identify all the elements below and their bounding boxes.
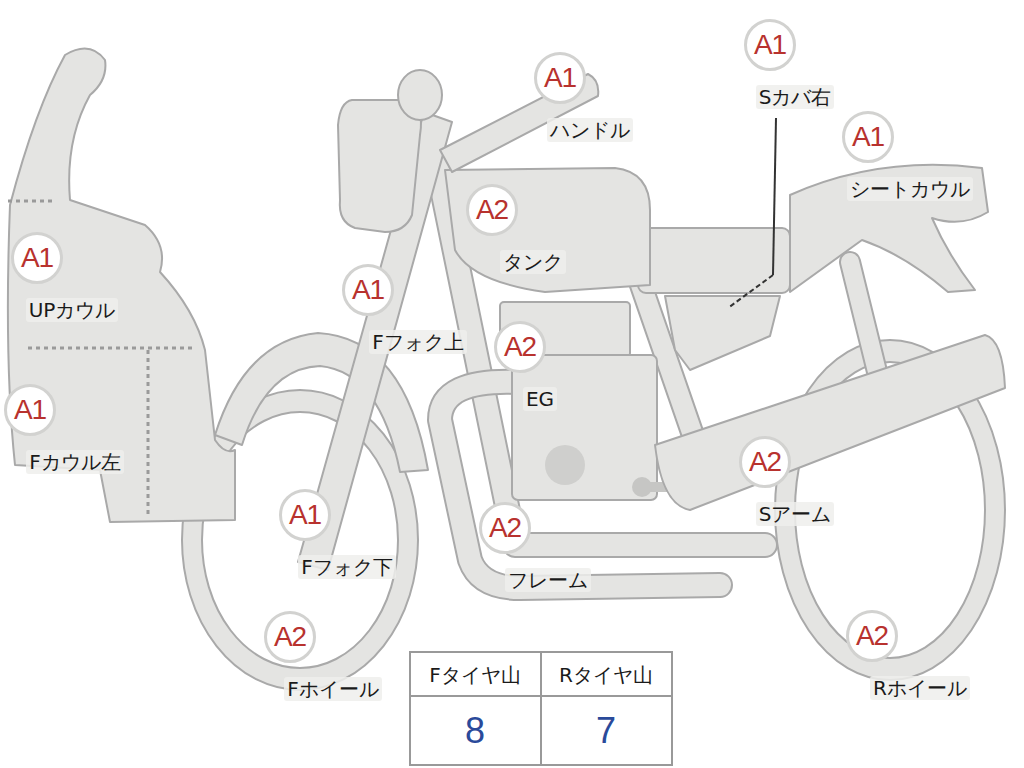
grade-code: A1 bbox=[352, 276, 384, 304]
part-name: シートカウル bbox=[847, 177, 973, 201]
part-name: Fホイール bbox=[284, 677, 382, 701]
seat-cowl bbox=[790, 165, 988, 292]
part-name: Fカウル左 bbox=[26, 450, 124, 474]
part-callout: A1Fカウル左 bbox=[4, 384, 56, 436]
fairing-division bbox=[8, 201, 192, 518]
part-callout: A2EG bbox=[494, 321, 546, 373]
part-name: EG bbox=[523, 387, 557, 411]
part-callout: A2フレーム bbox=[479, 502, 531, 554]
fairing bbox=[8, 49, 235, 522]
grade-code: A2 bbox=[476, 196, 508, 224]
tire-table bbox=[410, 652, 672, 765]
headlight bbox=[338, 100, 421, 232]
grade-code: A2 bbox=[504, 333, 536, 361]
grade-circle: A2 bbox=[479, 502, 531, 554]
leader-line bbox=[728, 118, 776, 308]
meter bbox=[398, 70, 442, 120]
grade-circle: A1 bbox=[11, 232, 63, 284]
grade-circle: A1 bbox=[842, 111, 894, 163]
part-callout: A2Fホイール bbox=[264, 611, 316, 663]
grade-code: A1 bbox=[21, 244, 53, 272]
fuel-tank bbox=[445, 168, 650, 292]
grade-circle: A2 bbox=[264, 611, 316, 663]
grade-code: A1 bbox=[754, 31, 786, 59]
grade-code: A2 bbox=[749, 448, 781, 476]
grade-circle: A1 bbox=[534, 52, 586, 104]
part-callout: A1Sカバ右 bbox=[744, 19, 796, 71]
grade-code: A2 bbox=[489, 514, 521, 542]
part-callout: A2Rホイール bbox=[846, 610, 898, 662]
table-header: Fタイヤ山 bbox=[429, 664, 521, 686]
part-callout: A1UPカウル bbox=[11, 232, 63, 284]
table-value: 8 bbox=[465, 711, 485, 751]
grade-code: A1 bbox=[14, 396, 46, 424]
part-callout: A2タンク bbox=[466, 184, 518, 236]
part-callout: A1ハンドル bbox=[534, 52, 586, 104]
part-name: Rホイール bbox=[870, 676, 970, 700]
part-name: Sアーム bbox=[756, 502, 835, 526]
part-name: フレーム bbox=[505, 568, 591, 592]
part-callout: A2Sアーム bbox=[739, 436, 791, 488]
grade-circle: A1 bbox=[4, 384, 56, 436]
grade-code: A1 bbox=[852, 123, 884, 151]
grade-circle: A2 bbox=[466, 184, 518, 236]
part-name: UPカウル bbox=[26, 298, 119, 322]
part-name: Fフォク上 bbox=[369, 330, 467, 354]
grade-code: A1 bbox=[289, 501, 321, 529]
part-callout: A1Fフォク上 bbox=[342, 264, 394, 316]
part-name: タンク bbox=[500, 250, 566, 274]
grade-circle: A2 bbox=[494, 321, 546, 373]
grade-code: A2 bbox=[856, 622, 888, 650]
part-name: ハンドル bbox=[547, 118, 633, 142]
table-value: 7 bbox=[596, 711, 616, 751]
seat bbox=[638, 228, 790, 293]
frame bbox=[432, 140, 765, 588]
grade-circle: A1 bbox=[279, 489, 331, 541]
grade-circle: A1 bbox=[342, 264, 394, 316]
part-callout: A1シートカウル bbox=[842, 111, 894, 163]
grade-code: A2 bbox=[274, 623, 306, 651]
grade-circle: A1 bbox=[744, 19, 796, 71]
side-cover bbox=[665, 296, 780, 370]
part-callout: A1Fフォク下 bbox=[279, 489, 331, 541]
grade-circle: A2 bbox=[739, 436, 791, 488]
part-name: Sカバ右 bbox=[756, 85, 835, 109]
grade-circle: A2 bbox=[846, 610, 898, 662]
engine-block bbox=[512, 355, 657, 500]
table-header: Rタイヤ山 bbox=[559, 664, 653, 686]
part-name: Fフォク下 bbox=[298, 555, 396, 579]
engine-cover bbox=[545, 445, 585, 485]
grade-code: A1 bbox=[544, 64, 576, 92]
